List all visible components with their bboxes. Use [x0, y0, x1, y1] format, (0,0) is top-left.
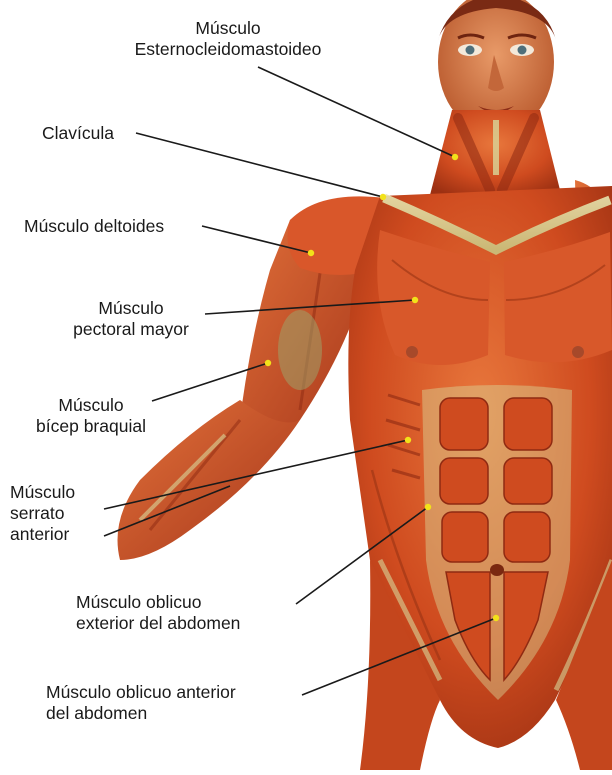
- label-oblicuo-exterior-line1: Músculo oblicuo: [76, 592, 240, 613]
- label-deltoides: Músculo deltoides: [24, 216, 164, 237]
- marker-dot-bicep: [265, 360, 271, 366]
- label-esternocleidomastoideo-line1: Músculo: [128, 18, 328, 39]
- label-bicep-line1: Músculo: [26, 395, 156, 416]
- marker-dot-pectoral: [412, 297, 418, 303]
- label-serrato-line1: Músculo: [10, 482, 75, 503]
- label-clavicula-line1: Clavícula: [42, 123, 114, 144]
- label-clavicula: Clavícula: [42, 123, 114, 144]
- neck: [430, 110, 560, 195]
- marker-dot-oblicuo-anterior: [493, 615, 499, 621]
- label-esternocleidomastoideo-line2: Esternocleidomastoideo: [128, 39, 328, 60]
- label-deltoides-line1: Músculo deltoides: [24, 216, 164, 237]
- marker-dot-clavicula: [380, 194, 386, 200]
- label-oblicuo-anterior: Músculo oblicuo anterior del abdomen: [46, 682, 236, 724]
- label-serrato-line3: anterior: [10, 524, 75, 545]
- label-pectoral-line1: Músculo: [56, 298, 206, 319]
- leader-line-esternocleidomastoideo: [258, 67, 455, 157]
- label-pectoral: Músculo pectoral mayor: [56, 298, 206, 340]
- marker-dot-oblicuo-exterior: [425, 504, 431, 510]
- leader-line-clavicula: [136, 133, 383, 197]
- label-pectoral-line2: pectoral mayor: [56, 319, 206, 340]
- torso: [348, 186, 612, 770]
- label-oblicuo-exterior-line2: exterior del abdomen: [76, 613, 240, 634]
- marker-dot-esternocleidomastoideo: [452, 154, 458, 160]
- label-oblicuo-exterior: Músculo oblicuo exterior del abdomen: [76, 592, 240, 634]
- label-bicep: Músculo bícep braquial: [26, 395, 156, 437]
- label-oblicuo-anterior-line2: del abdomen: [46, 703, 236, 724]
- label-serrato-line2: serrato: [10, 503, 75, 524]
- label-esternocleidomastoideo: Músculo Esternocleidomastoideo: [128, 18, 328, 60]
- label-oblicuo-anterior-line1: Músculo oblicuo anterior: [46, 682, 236, 703]
- label-serrato: Músculo serrato anterior: [10, 482, 75, 545]
- marker-dot-deltoides: [308, 250, 314, 256]
- label-bicep-line2: bícep braquial: [26, 416, 156, 437]
- marker-dot-serrato-1: [405, 437, 411, 443]
